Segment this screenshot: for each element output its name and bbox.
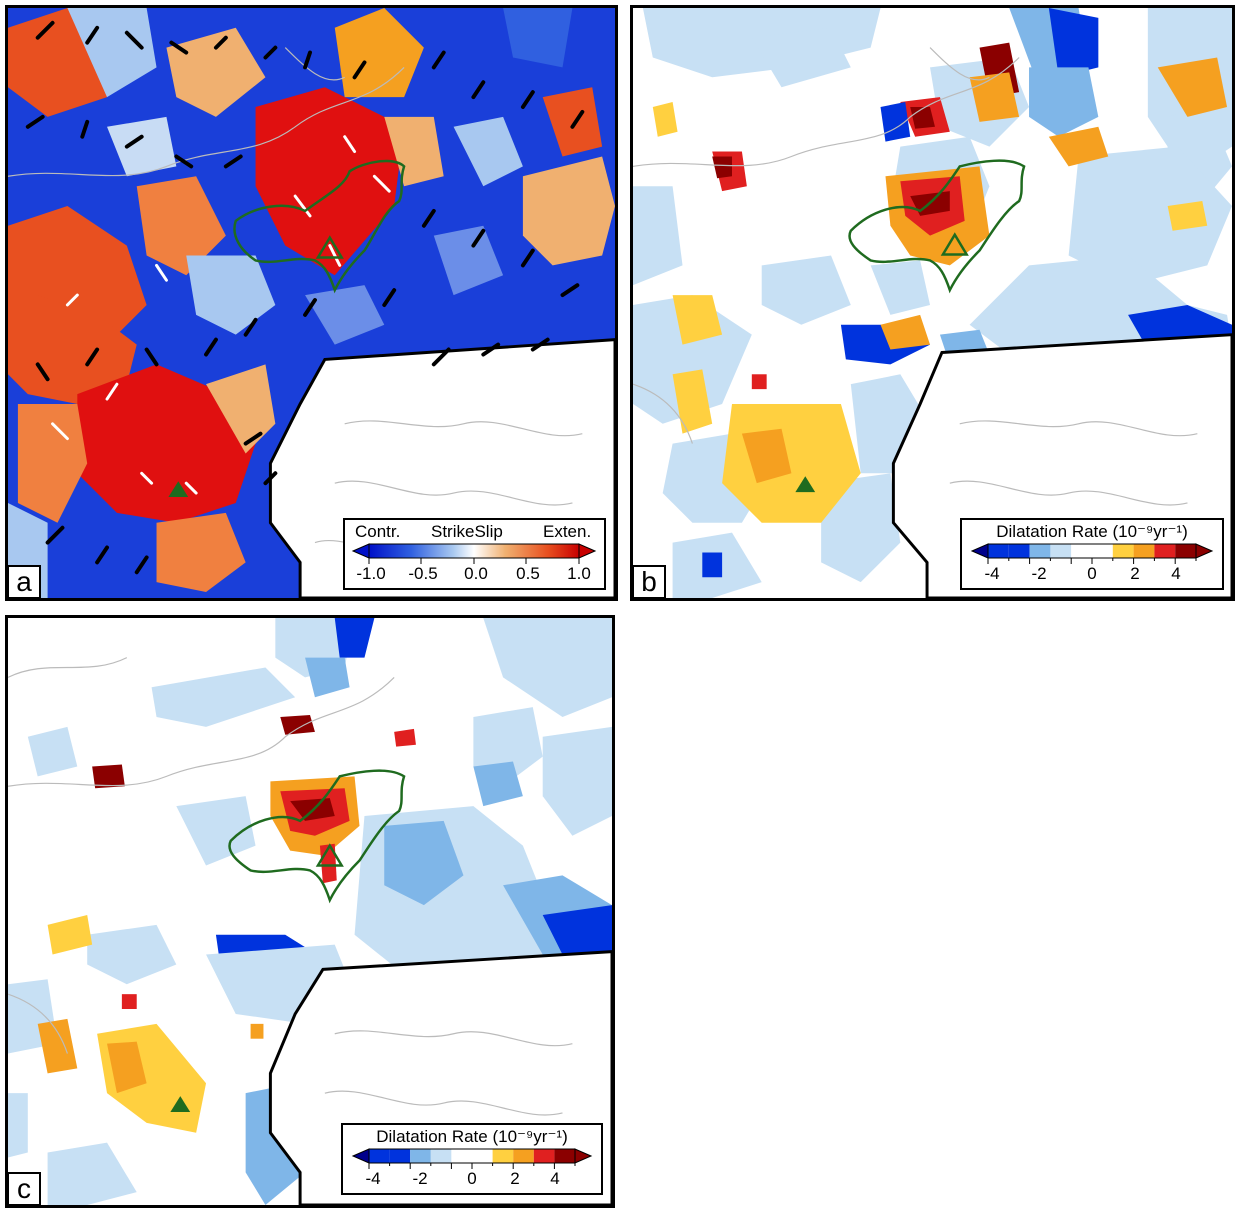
site-marker-filled	[168, 481, 189, 498]
legend-c: Dilatation Rate (10⁻⁹yr⁻¹) -4	[341, 1123, 603, 1195]
panel-b: Dilatation Rate (10⁻⁹yr⁻¹) -4	[630, 5, 1235, 601]
legend-tick: -4	[984, 564, 1000, 583]
panel-label-c: c	[8, 1172, 41, 1205]
panel-a: Contr. StrikeSlip Exten.	[5, 5, 618, 601]
legend-tick: -0.5	[408, 564, 438, 583]
legend-tick: 2	[1130, 564, 1140, 583]
legend-tick: -2	[1031, 564, 1047, 583]
legend-colorbar	[351, 543, 597, 564]
strain-glyphs	[25, 20, 585, 575]
legend-tick: 4	[550, 1169, 560, 1188]
site-marker-filled	[795, 476, 816, 493]
dilatation-field-b	[633, 8, 1232, 598]
legend-mid-text: StrikeSlip	[431, 522, 503, 541]
legend-title: Dilatation Rate (10⁻⁹yr⁻¹)	[376, 1127, 568, 1146]
outline-contour	[233, 159, 406, 294]
legend-colorbar	[970, 543, 1214, 564]
legend-left-text: Contr.	[355, 522, 401, 541]
outline-contour	[848, 159, 1026, 294]
coastlines	[633, 47, 1198, 506]
panel-label-b: b	[633, 565, 666, 598]
legend-tick: 4	[1171, 564, 1181, 583]
panel-label-a: a	[8, 565, 41, 598]
extension-glyphs	[51, 135, 391, 495]
legend-a: Contr. StrikeSlip Exten.	[343, 518, 606, 590]
legend-colorbar	[351, 1148, 593, 1169]
legend-tick: 0	[1087, 564, 1097, 583]
strain-style-map	[8, 8, 615, 598]
site-marker-outline	[940, 232, 969, 256]
outline-contour	[228, 769, 406, 904]
site-marker-outline	[315, 235, 344, 259]
coastlines	[8, 657, 573, 1116]
legend-tick: 0.0	[464, 564, 488, 583]
legend-tick: 1.0	[567, 564, 591, 583]
legend-tick: -1.0	[356, 564, 386, 583]
dilatation-rate-map-c	[8, 618, 612, 1205]
panel-c: Dilatation Rate (10⁻⁹yr⁻¹) -4	[5, 615, 615, 1208]
legend-right-text: Exten.	[543, 522, 592, 541]
legend-tick: 0.5	[516, 564, 540, 583]
legend-tick: 2	[510, 1169, 520, 1188]
legend-tick: -4	[365, 1169, 381, 1188]
site-marker-filled	[170, 1096, 191, 1112]
dilatation-rate-map-b	[633, 8, 1232, 598]
dilatation-field-c	[8, 618, 612, 1205]
legend-title: Dilatation Rate (10⁻⁹yr⁻¹)	[996, 522, 1188, 541]
site-marker-outline	[315, 843, 344, 867]
legend-tick: -2	[412, 1169, 428, 1188]
legend-b: Dilatation Rate (10⁻⁹yr⁻¹) -4	[960, 518, 1224, 590]
legend-tick: 0	[467, 1169, 477, 1188]
